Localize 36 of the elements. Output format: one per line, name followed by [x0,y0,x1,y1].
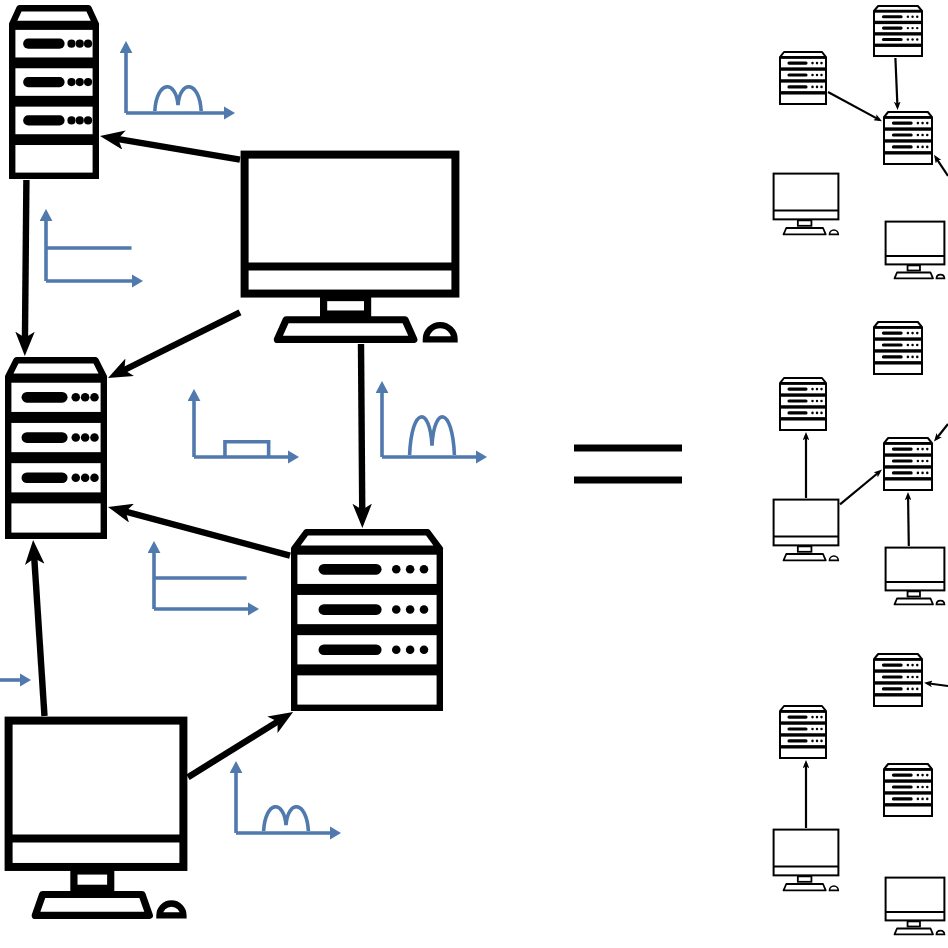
desktop-computer-icon [772,828,840,892]
desktop-computer-icon [240,150,460,344]
arrow [827,91,882,122]
arrow [934,423,948,442]
desktop-computer-icon [4,716,188,920]
server-icon [8,4,100,180]
server-icon [882,110,934,166]
arrow [24,540,48,717]
arrow [802,760,810,828]
server-icon [778,376,828,432]
arrow [924,680,948,688]
desktop-computer-icon [772,172,840,236]
desktop-computer-icon [772,498,840,562]
arrow [108,503,291,559]
arrow [186,712,294,780]
desktop-computer-icon [884,220,946,280]
arrow [352,343,372,528]
arrow [802,432,810,498]
server-icon [290,528,444,712]
server-icon [778,704,828,760]
arrow [100,130,241,163]
arrow [15,179,35,356]
desktop-computer-icon [884,546,946,606]
server-icon [882,762,934,818]
arrow [934,154,948,177]
desktop-computer-icon [884,876,946,936]
arrow [839,469,882,506]
server-icon [882,436,934,492]
server-icon [872,652,924,708]
arrow [893,57,901,110]
server-icon [872,4,924,58]
server-icon [778,50,828,106]
arrow [108,309,242,379]
arrow [904,492,912,546]
server-icon [872,320,924,376]
server-icon [4,356,108,540]
